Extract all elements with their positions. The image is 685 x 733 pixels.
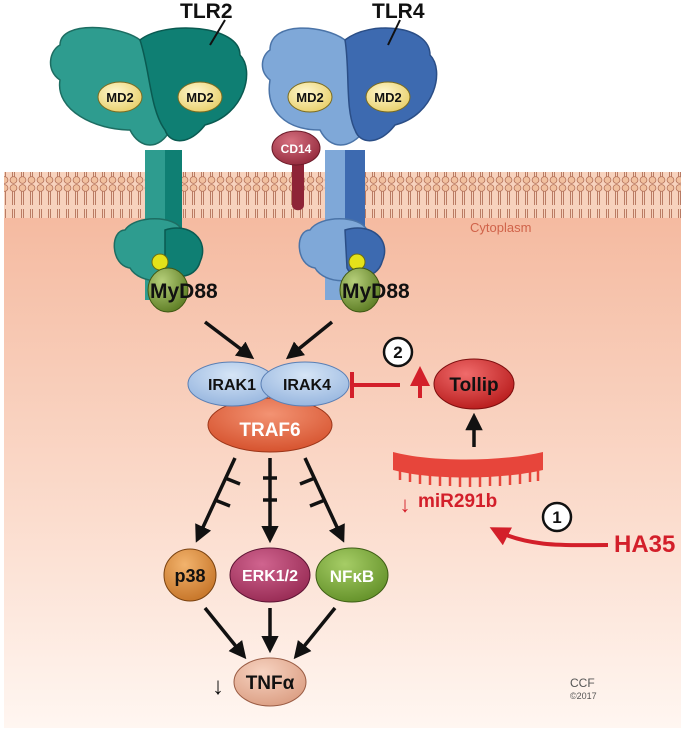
myd88-left-shape (147, 267, 189, 313)
erk-label: ERK1/2 (242, 568, 298, 585)
arrow-myd88-right-to-irak (285, 320, 334, 360)
irak4-label: IRAK4 (283, 377, 331, 394)
md2-left-a (97, 81, 143, 113)
tlr4-receptor (261, 19, 438, 300)
p38-shape (163, 548, 217, 602)
step1-circle (541, 501, 573, 533)
md2-label-1: MD2 (106, 90, 133, 105)
tollip-label: Tollip (449, 375, 498, 396)
tollip-shape (433, 358, 515, 410)
arrows-traf6-to-kinases (195, 457, 345, 544)
ha35-label: HA35 (614, 531, 675, 558)
traf6-label: TRAF6 (239, 420, 300, 441)
myd88-right-linker (348, 253, 366, 271)
irak1-label: IRAK1 (208, 377, 256, 394)
traf6-shape (207, 397, 333, 453)
erk-shape (229, 547, 311, 603)
md2-label-2: MD2 (186, 90, 213, 105)
mirna-label: miR291b (418, 491, 497, 512)
arrow-ha35-to-mirna (489, 527, 609, 548)
md2-label-3: MD2 (296, 90, 323, 105)
mirna-direction: ↓ (400, 492, 411, 517)
tnf-direction: ↓ (212, 673, 224, 700)
credit-org: CCF (570, 676, 595, 690)
tlr2-label: TLR2 (180, 0, 233, 23)
cytoplasm-label: Cytoplasm (470, 220, 531, 235)
md2-right-a (287, 81, 333, 113)
md2-left-b (177, 81, 223, 113)
step1-label: 1 (552, 508, 561, 527)
arrows-kinases-to-tnf (203, 606, 337, 660)
step2-label: 2 (393, 343, 402, 362)
irak4-shape (260, 361, 350, 407)
step2-circle (382, 336, 414, 368)
p38-label: p38 (174, 566, 205, 586)
nfkb-label: NFκB (330, 567, 374, 586)
mirna-structure (393, 452, 543, 487)
myd88-left-linker (151, 253, 169, 271)
arrow-myd88-left-to-irak (203, 320, 255, 360)
myd88-right-label: MyD88 (342, 280, 410, 303)
md2-label-4: MD2 (374, 90, 401, 105)
tnf-label: TNFα (246, 673, 295, 694)
tlr4-label: TLR4 (372, 0, 425, 23)
credit-year: ©2017 (570, 691, 597, 701)
myd88-right-shape (339, 267, 381, 313)
tnf-shape (233, 657, 307, 707)
nfkb-shape (315, 547, 389, 603)
cd14-label: CD14 (281, 142, 312, 156)
cd14-protein (271, 130, 321, 211)
md2-right-b (365, 81, 411, 113)
myd88-left-label: MyD88 (150, 280, 218, 303)
